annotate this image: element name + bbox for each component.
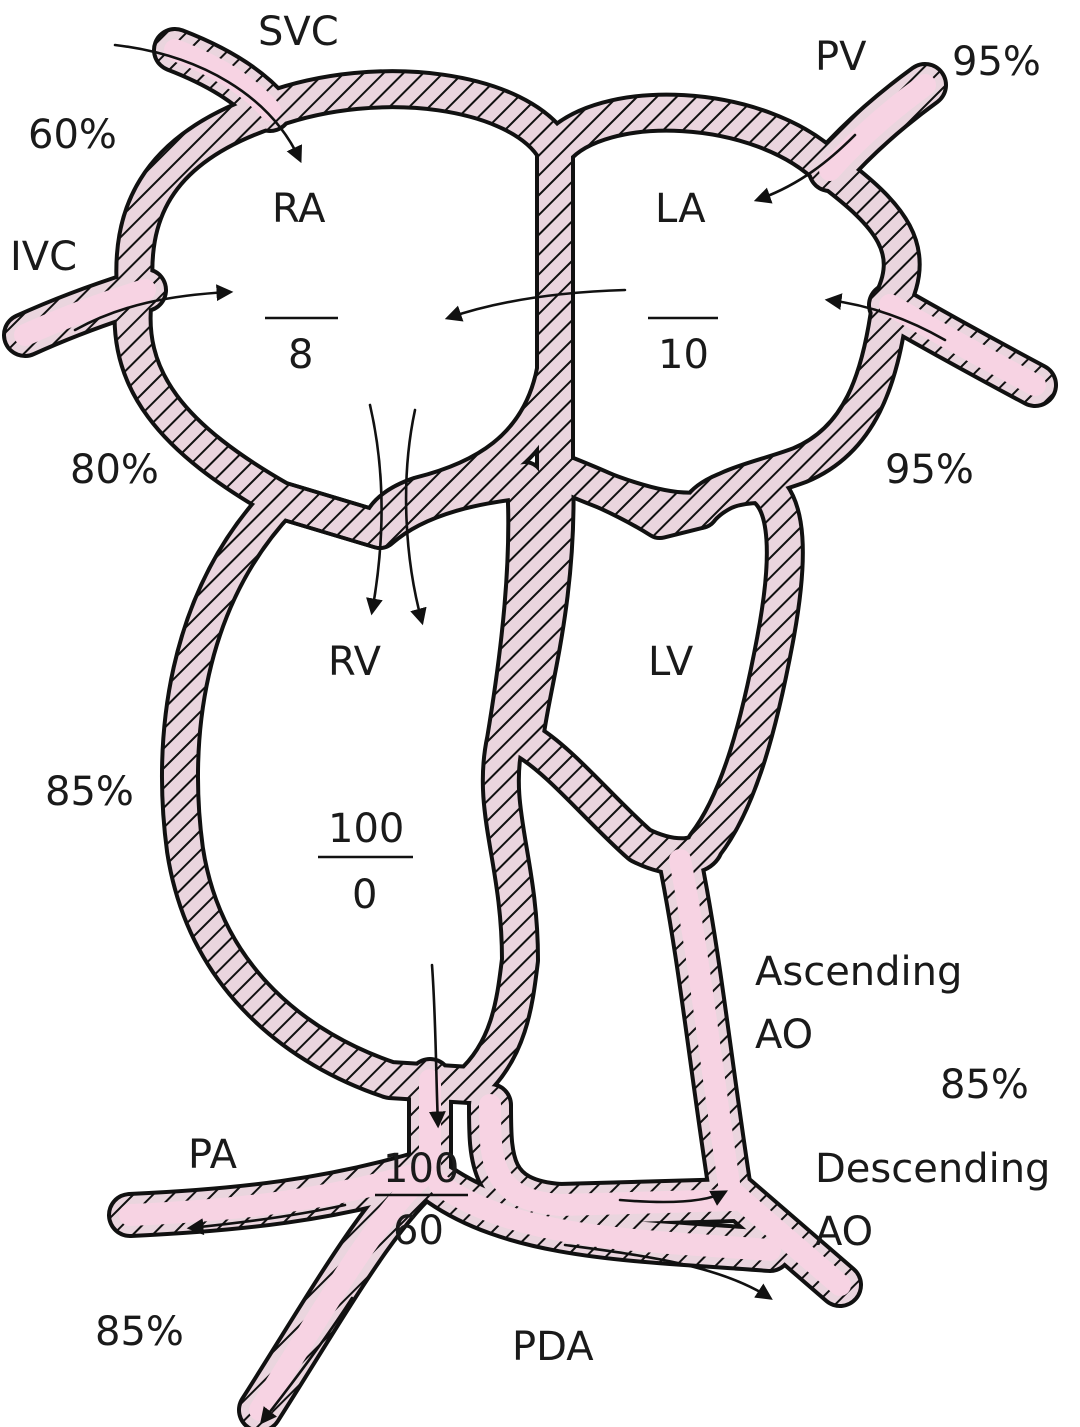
lv-chamber-hatch (509, 454, 801, 873)
aortic-loop-vessel-lumen (479, 1094, 746, 1216)
la-label: LA (655, 186, 706, 232)
pa-lower-flow-arrow (259, 1296, 354, 1425)
aorta-vessel-lumen (669, 849, 851, 1296)
ivc-vessel-lumen (14, 279, 156, 346)
pa-label: PA (188, 1132, 238, 1178)
rv-pressure-diastolic: 0 (352, 872, 377, 918)
ductal-to-aorta-flow-arrow (618, 1190, 728, 1206)
pv-label: PV (815, 34, 867, 80)
heart-walls (2, 27, 1058, 1427)
ra-label: RA (272, 186, 326, 232)
pv-upper-flow-arrow (753, 133, 857, 204)
blood-flow-arrows (73, 43, 947, 1425)
descending-ao-label-line2: AO (815, 1209, 873, 1255)
rv-pressure-systolic: 100 (328, 806, 404, 852)
shunt-flow-arrow (444, 288, 627, 322)
pa-left-flow-arrow (186, 1203, 347, 1236)
la-pressure-diastolic: 10 (658, 332, 709, 378)
aorta-saturation: 85% (940, 1062, 1029, 1108)
pv-lower-saturation: 95% (885, 447, 974, 493)
pa-branch-saturation: 85% (95, 1309, 184, 1355)
ivc-flow-arrow (73, 284, 234, 332)
rv-label: RV (328, 639, 382, 685)
descending-ao-label-line1: Descending (815, 1146, 1050, 1192)
pa-pressure-systolic: 100 (383, 1146, 459, 1192)
ascending-ao-label-line1: Ascending (755, 949, 962, 995)
svc-saturation: 60% (28, 112, 117, 158)
svc-vessel-lumen (164, 39, 281, 121)
pv-lower-flow-arrow (824, 293, 947, 342)
pa-branch-lower-lumen (249, 1159, 441, 1421)
ascending-ao-label-line2: AO (755, 1012, 813, 1058)
rv-saturation: 85% (45, 769, 134, 815)
pv-lower-vessel-lumen (879, 294, 1046, 396)
rv-chamber-hatch (164, 464, 543, 1101)
svc-flow-arrow (113, 43, 302, 164)
la-chamber-hatch (539, 96, 918, 536)
tricuspid-flow-arrow-1 (366, 403, 383, 616)
pda-label: PDA (512, 1324, 594, 1370)
pulmonary-valve-flow-arrow (428, 963, 446, 1129)
pv-upper-vessel-lumen (819, 74, 936, 181)
descending-aorta-flow-arrow (563, 1243, 773, 1300)
pa-pressure-diastolic: 60 (393, 1208, 444, 1254)
pv-upper-saturation: 95% (952, 39, 1041, 85)
wall-lumen-layer (14, 39, 1046, 1421)
ra-pressure-diastolic: 8 (288, 332, 313, 378)
tricuspid-flow-arrow-2 (404, 408, 427, 626)
ivc-label: IVC (10, 234, 77, 280)
pda-vessel-lumen (429, 1174, 781, 1261)
svc-label: SVC (258, 9, 339, 55)
pressure-fraction-bars (265, 316, 718, 1197)
diagram-labels: SVC IVC RA LA PV RV LV PA PDA Ascending … (10, 9, 1050, 1370)
pa-branch-left-lumen (119, 1159, 441, 1226)
ivc-saturation: 80% (70, 447, 159, 493)
lv-label: LV (648, 639, 694, 685)
